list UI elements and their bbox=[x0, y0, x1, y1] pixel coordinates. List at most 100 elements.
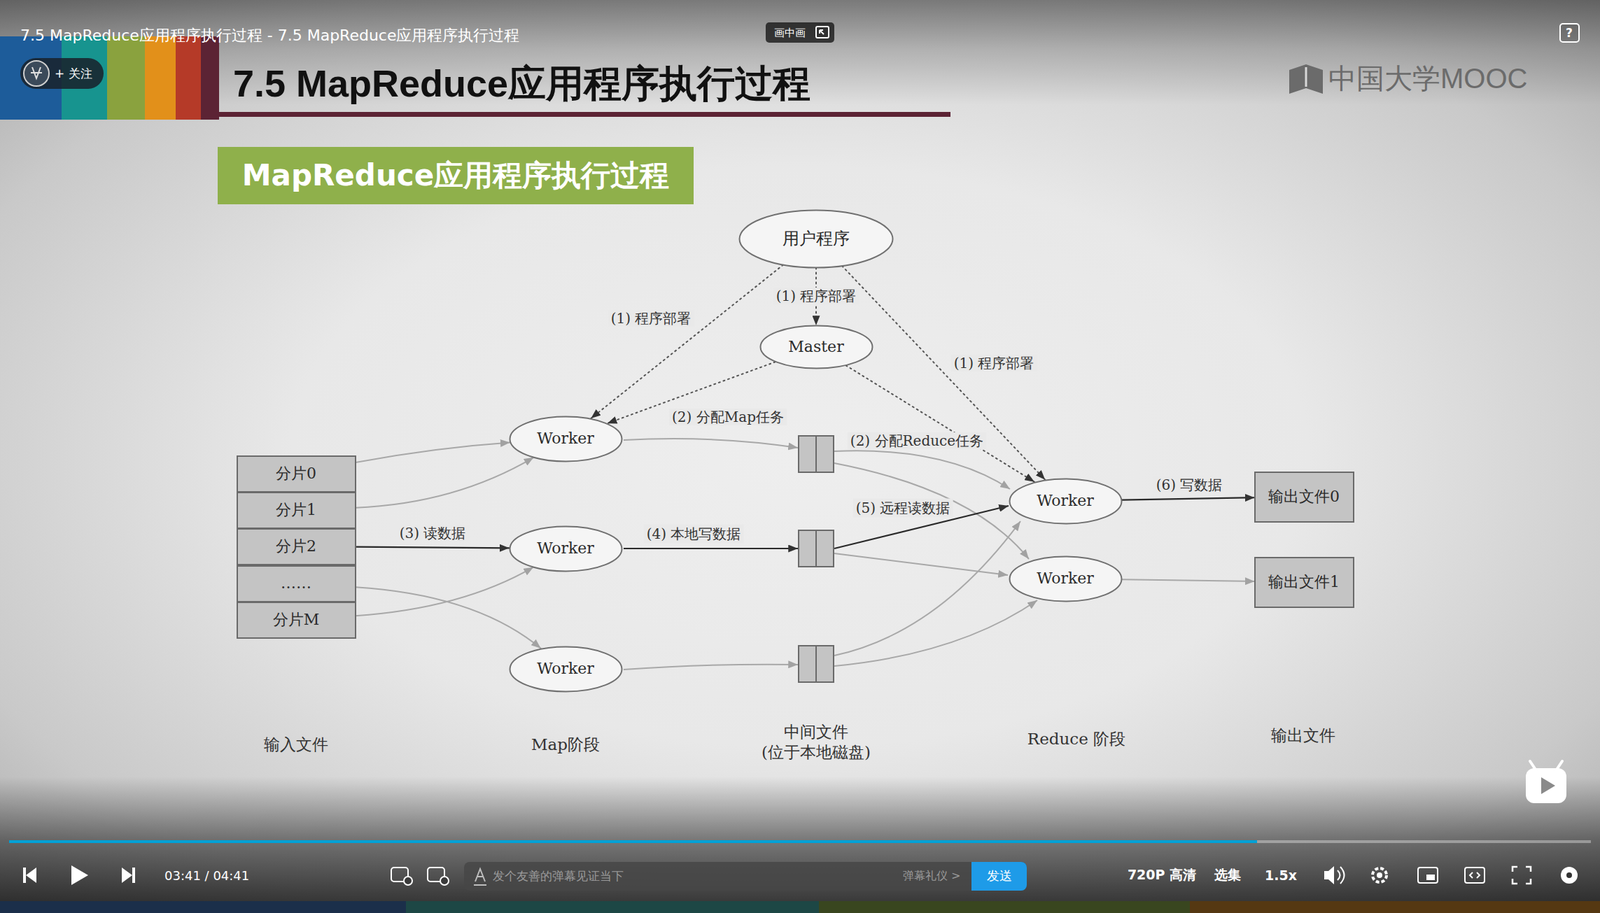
extra-icon-core bbox=[1566, 872, 1573, 879]
intermediate-file bbox=[798, 436, 834, 473]
data-flow-line bbox=[623, 438, 798, 448]
deco-stripe bbox=[144, 36, 176, 120]
time-display: 03:41 / 04:41 bbox=[164, 868, 250, 884]
player-title: 7.5 MapReduce应用程序执行过程 - 7.5 MapReduce应用程… bbox=[20, 25, 521, 47]
output-file-box: 输出文件1 bbox=[1254, 557, 1355, 609]
episode-button: 选集 bbox=[1214, 866, 1241, 885]
intermediate-file bbox=[798, 646, 834, 683]
mini-window-icon bbox=[1418, 867, 1438, 884]
player-float-icon bbox=[1525, 768, 1567, 804]
user-program-ellipse: 用户程序 bbox=[738, 209, 894, 269]
next-icon bbox=[121, 867, 133, 884]
node-text: Worker bbox=[536, 660, 595, 679]
prev-icon-bar bbox=[23, 867, 26, 884]
input-split-box: …… bbox=[236, 565, 357, 603]
intermediate-file-divider bbox=[815, 530, 817, 567]
step-label: (4) 本地写数据 bbox=[643, 524, 745, 544]
data-flow-line bbox=[834, 463, 1029, 560]
data-flow-line bbox=[834, 450, 1010, 490]
data-arrow bbox=[355, 587, 542, 649]
data-arrow bbox=[355, 567, 535, 617]
intermediate-file-divider bbox=[815, 436, 817, 473]
section-heading-box: MapReduce应用程序执行过程 bbox=[217, 146, 694, 205]
data-flow-line bbox=[834, 600, 1038, 667]
send-button bbox=[971, 862, 1027, 891]
step-label: (5) 远程读数据 bbox=[853, 499, 954, 518]
danmaku-settings-badge bbox=[440, 876, 449, 886]
edge-label: (6) 写数据 bbox=[1153, 476, 1226, 494]
volume-waves bbox=[1337, 867, 1345, 884]
node-text: 分片M bbox=[272, 611, 320, 630]
stage-label: 输入文件 bbox=[263, 734, 329, 756]
ellipse-shape bbox=[760, 326, 873, 369]
node-text: Worker bbox=[536, 539, 595, 558]
control-arrow bbox=[590, 265, 784, 419]
play-icon bbox=[71, 865, 89, 886]
logo-icon bbox=[1289, 64, 1323, 94]
follow-text: + 关注 bbox=[54, 65, 93, 82]
avatar bbox=[23, 60, 49, 87]
next-icon-bar bbox=[132, 867, 136, 884]
wide-mode-icon bbox=[1464, 867, 1485, 884]
pip-icon-arrow bbox=[819, 30, 824, 35]
pip-icon bbox=[816, 26, 829, 38]
data-arrow bbox=[355, 457, 535, 509]
node-text: 分片0 bbox=[275, 464, 317, 483]
volume-icon bbox=[1324, 866, 1335, 885]
reduce-worker-ellipse: Worker bbox=[1008, 478, 1123, 525]
page-strip bbox=[1189, 901, 1600, 913]
title-underline bbox=[219, 111, 951, 117]
avatar-figure bbox=[30, 67, 42, 79]
logo-icon-fold bbox=[1305, 67, 1308, 87]
data-arrow bbox=[355, 547, 510, 549]
follow-pill bbox=[20, 58, 104, 89]
deco-stripe bbox=[107, 36, 145, 120]
danmaku-etiquette-link: 弹幕礼仪 > bbox=[902, 869, 961, 884]
node-text: MapReduce应用程序执行过程 bbox=[242, 158, 670, 194]
node-text: 输出文件1 bbox=[1268, 573, 1340, 592]
wide-mode-arrows bbox=[1469, 872, 1480, 879]
fullscreen-icon bbox=[1512, 867, 1531, 884]
data-arrow bbox=[1121, 579, 1255, 582]
player-float-icon-play bbox=[1541, 777, 1556, 795]
edge-label: (1) 程序部署 bbox=[608, 310, 695, 327]
edge-label: (3) 读数据 bbox=[396, 524, 469, 542]
danmaku-input bbox=[464, 862, 1027, 891]
node-text: Worker bbox=[1036, 492, 1094, 511]
danmaku-icon-badge bbox=[403, 876, 413, 886]
help-box bbox=[1560, 23, 1580, 42]
page-strip bbox=[405, 901, 819, 913]
page-strip bbox=[818, 901, 1190, 913]
ellipse-shape bbox=[509, 416, 622, 462]
data-flow-line bbox=[834, 521, 1021, 656]
brand-logo-text: 中国大学MOOC bbox=[1328, 59, 1528, 98]
font-style-icon bbox=[473, 869, 487, 886]
node-text: 用户程序 bbox=[782, 228, 850, 250]
ellipse-shape bbox=[1009, 478, 1122, 524]
node-text: Worker bbox=[1036, 569, 1094, 588]
data-arrow bbox=[355, 442, 511, 463]
master-ellipse: Master bbox=[759, 324, 874, 370]
node-text: …… bbox=[280, 574, 312, 593]
pip-button bbox=[765, 22, 835, 43]
control-arrow bbox=[841, 265, 1045, 481]
deco-stripe bbox=[200, 36, 220, 120]
intermediate-file-divider bbox=[815, 646, 817, 683]
stage-label: Reduce 阶段 bbox=[1027, 728, 1126, 751]
data-flow-line bbox=[834, 553, 1008, 576]
edge-label: (2) 分配Reduce任务 bbox=[847, 432, 987, 450]
input-split-box: 分片1 bbox=[236, 492, 357, 530]
node-text: Worker bbox=[536, 429, 595, 448]
data-flow-line bbox=[623, 548, 798, 550]
map-worker-ellipse: Worker bbox=[508, 415, 623, 463]
stage-label: Map阶段 bbox=[531, 734, 600, 756]
input-split-box: 分片M bbox=[236, 601, 357, 640]
slide-title: 7.5 MapReduce应用程序执行过程 bbox=[233, 58, 811, 110]
deco-stripe bbox=[175, 36, 201, 120]
quality-button: 720P 高清 bbox=[1127, 866, 1197, 885]
map-worker-ellipse: Worker bbox=[508, 646, 623, 693]
node-text: Master bbox=[788, 338, 844, 357]
send-button-text: 发送 bbox=[986, 867, 1013, 885]
edge-label: (1) 程序部署 bbox=[951, 354, 1038, 372]
